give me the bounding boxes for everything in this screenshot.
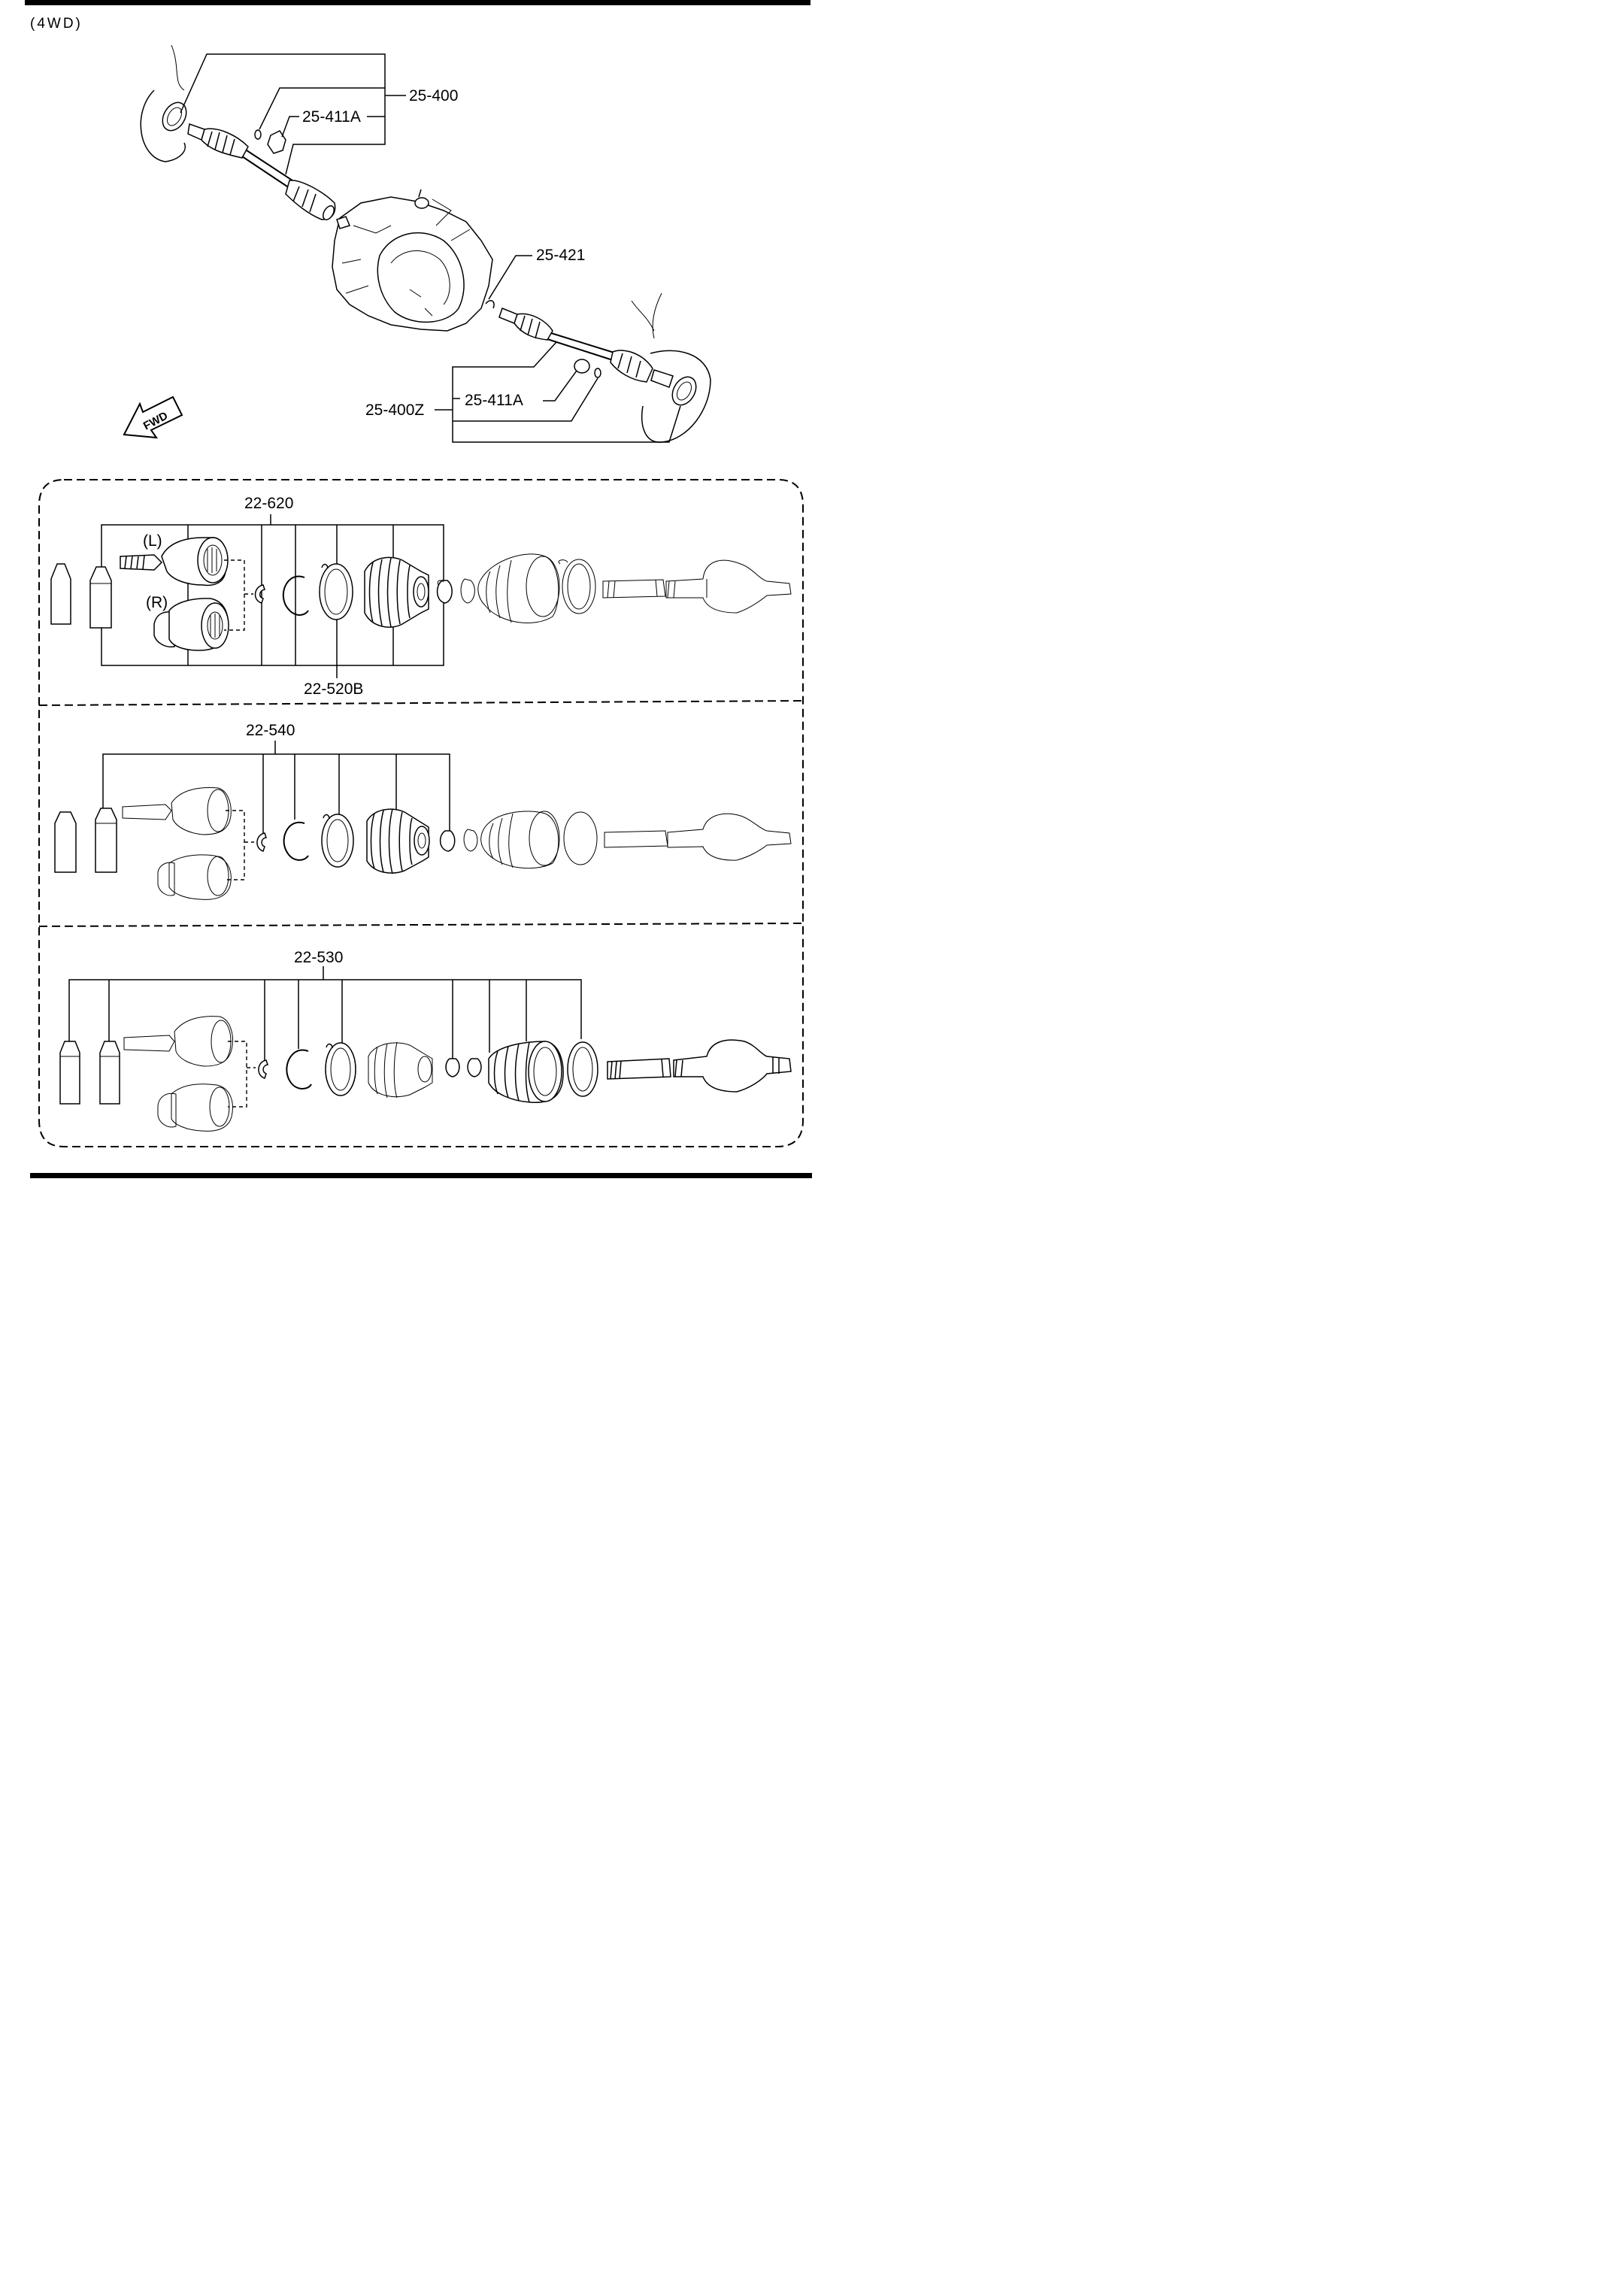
inner-joint-outline — [123, 1016, 233, 1067]
transaxle-housing — [332, 189, 493, 332]
diagram-canvas: (4WD) — [25, 0, 812, 1178]
circlip — [256, 832, 267, 852]
snap-ring — [286, 1049, 312, 1089]
outboard-components — [460, 553, 792, 623]
callout-25-411a-left: 25-411A — [302, 108, 361, 126]
left-snap-ring — [254, 129, 262, 140]
outer-boot-outline — [368, 1041, 433, 1099]
outboard-components — [463, 811, 792, 869]
boot-band-small — [439, 830, 456, 852]
boot-band-large — [325, 1042, 356, 1096]
left-dynamic-damper — [267, 130, 286, 154]
grease-tube — [99, 1041, 120, 1105]
fwd-label: FWD — [141, 409, 170, 432]
inner-boot — [366, 808, 430, 874]
inner-boot — [364, 556, 429, 628]
boot-band-small — [467, 1058, 482, 1077]
shaft-and-outer-joint — [607, 1039, 792, 1093]
callout-25-400z: 25-400Z — [365, 402, 424, 419]
top-border — [25, 0, 810, 5]
bracket-25-400z — [435, 341, 681, 443]
callout-25-400: 25-400 — [409, 87, 458, 105]
kit-22-520b-label: 22-520B — [304, 680, 363, 698]
right-snap-ring — [594, 368, 601, 378]
boot-band-large — [319, 563, 353, 620]
tripod-housing-outline — [157, 854, 232, 900]
boot-band-small — [445, 1058, 460, 1077]
left-wheel-hub — [140, 44, 187, 162]
inner-joint-outline — [122, 787, 232, 835]
kit-22-530: 22-530 — [59, 949, 792, 1132]
bracket-25-421 — [488, 255, 532, 300]
right-dynamic-damper — [574, 359, 590, 374]
grease-tube — [89, 566, 112, 629]
snap-ring — [283, 821, 309, 861]
tripod-housing-outline — [157, 1083, 233, 1132]
callout-25-421: 25-421 — [536, 247, 585, 264]
inner-joint-left — [120, 537, 229, 586]
kit-22-620: 22-620 22-520B (L) (R) — [50, 495, 792, 698]
alt-joint-connector — [226, 810, 254, 880]
grease-tube — [59, 1041, 80, 1105]
snap-ring — [282, 575, 309, 616]
inner-boot — [488, 1041, 564, 1104]
side-right-label: (R) — [146, 594, 168, 611]
bracket-25-400 — [180, 53, 406, 175]
kit-22-540-bracket — [102, 753, 450, 833]
kits-frame — [38, 479, 804, 1147]
kit-22-620-label: 22-620 — [244, 495, 293, 512]
boot-band-large — [321, 814, 354, 868]
kit-22-540: 22-540 — [54, 722, 792, 900]
upper-drivetrain: FWD 25-400 25-411A 25-421 25-400Z 25-411… — [123, 44, 711, 443]
fwd-direction-arrow: FWD — [123, 395, 183, 439]
inner-joint-right — [153, 598, 229, 651]
alt-joint-connector — [224, 559, 253, 631]
left-drive-shaft — [187, 123, 336, 220]
alt-joint-connector — [228, 1041, 256, 1108]
kit-22-530-bracket — [68, 979, 582, 1041]
parts-diagram: (4WD) — [0, 0, 832, 1179]
grease-tube-outline — [54, 811, 77, 873]
circlip — [254, 584, 265, 604]
circlip — [258, 1059, 268, 1079]
callout-25-411a-right: 25-411A — [465, 392, 523, 409]
boot-band-small — [436, 580, 453, 604]
header-title: (4WD) — [30, 16, 83, 32]
grease-tube — [95, 808, 117, 873]
side-left-label: (L) — [143, 532, 162, 550]
grease-tube-outline — [50, 563, 71, 625]
right-drive-shaft — [485, 300, 674, 388]
bottom-border — [30, 1173, 812, 1178]
kit-22-530-label: 22-530 — [294, 949, 343, 966]
right-wheel-hub — [631, 292, 711, 443]
kit-22-540-label: 22-540 — [246, 722, 295, 739]
boot-band-large — [567, 1041, 598, 1097]
